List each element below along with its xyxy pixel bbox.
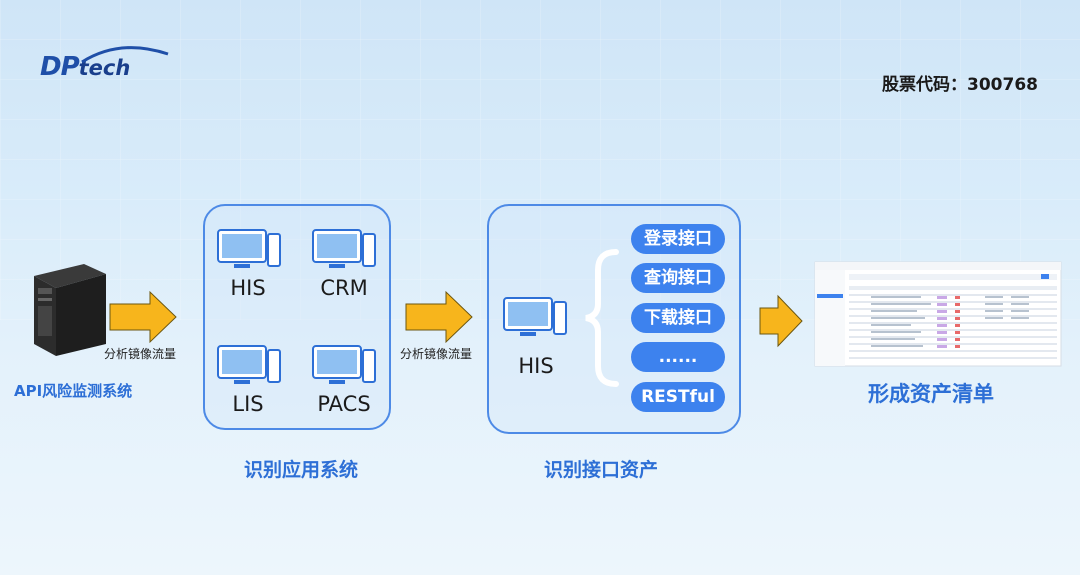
server-icon [34,264,106,356]
brace-icon [585,249,619,387]
flow-label-2: 分析镜像流量 [400,347,473,361]
monitor-icon [312,229,376,268]
logo-swoosh-icon [81,46,169,64]
api-system-label: API风险监测系统 [14,382,133,400]
flow-label-1: 分析镜像流量 [104,347,177,361]
stock-code: 股票代码：300768 [882,75,1038,95]
monitor-icon [217,229,281,268]
flow-arrow-icon [759,294,803,348]
interface-system-label: HIS [518,354,554,378]
interface-box-title: 识别接口资产 [544,459,659,481]
interface-pill-more: ...... [631,342,725,372]
system-label-his: HIS [230,276,266,300]
monitor-icon [312,345,376,384]
interface-pill-query: 查询接口 [631,263,725,293]
system-label-crm: CRM [320,276,368,300]
monitor-icon [217,345,281,384]
interface-pill-download: 下载接口 [631,303,725,333]
flow-arrow-icon [109,290,177,344]
system-label-lis: LIS [232,392,264,416]
flow-arrow-icon [405,290,473,344]
system-label-pacs: PACS [317,392,371,416]
asset-list-thumbnail [814,261,1062,367]
interface-pill-login: 登录接口 [631,224,725,254]
dptech-logo: DPtech [40,46,169,82]
monitor-icon [503,297,567,336]
logo-dp-text: DP [40,52,80,82]
interface-pill-restful: RESTful [631,382,725,412]
asset-list-title: 形成资产清单 [868,382,994,406]
app-box-title: 识别应用系统 [244,459,359,481]
